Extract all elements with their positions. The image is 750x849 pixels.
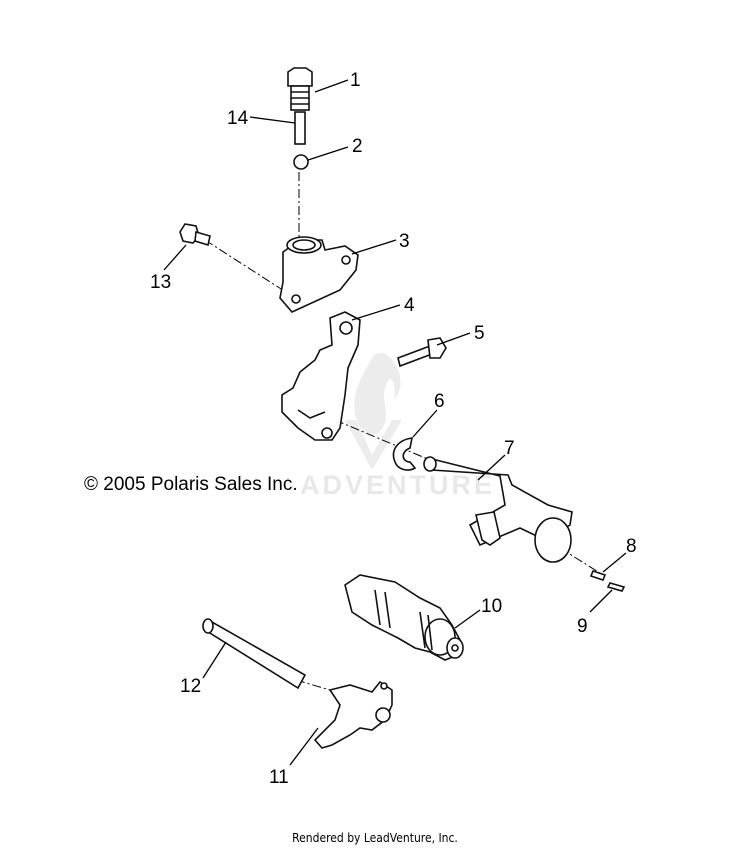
callout-13: 13	[150, 272, 171, 293]
part-1-plug-bolt	[287, 67, 313, 111]
part-11-shift-fork	[313, 680, 393, 749]
part-8-pin	[589, 570, 607, 581]
part-2-ball	[293, 154, 309, 170]
callout-7: 7	[504, 438, 515, 459]
leader-14	[249, 116, 296, 124]
leader-2	[307, 146, 349, 161]
leader-1	[314, 79, 349, 93]
part-14-spring	[294, 111, 306, 145]
leader-10	[454, 609, 481, 629]
copyright-text: © 2005 Polaris Sales Inc.	[84, 474, 298, 495]
leader-12	[202, 641, 227, 679]
callout-14: 14	[227, 108, 249, 129]
footer-credit: Rendered by LeadVenture, Inc.	[292, 831, 458, 845]
callout-10: 10	[481, 596, 502, 617]
leader-5	[436, 332, 471, 346]
leader-6	[412, 409, 438, 438]
leader-11	[289, 727, 319, 766]
leader-3	[351, 239, 397, 255]
part-4-shift-plate	[281, 311, 361, 441]
callout-2: 2	[352, 136, 363, 157]
callout-6: 6	[434, 391, 445, 412]
callout-3: 3	[399, 231, 410, 252]
part-3-bracket	[279, 236, 359, 313]
callout-4: 4	[404, 295, 415, 316]
part-5-bolt	[397, 337, 447, 368]
leader-13	[163, 244, 187, 271]
leader-4	[351, 304, 401, 321]
leader-7	[477, 454, 506, 481]
callout-9: 9	[577, 616, 588, 637]
callout-8: 8	[626, 536, 637, 557]
callout-12: 12	[180, 676, 201, 697]
part-12-fork-rod	[202, 618, 307, 690]
axis-line-bolt-13	[204, 239, 293, 297]
axis-line-shaft	[334, 419, 431, 461]
part-9-small-pin	[606, 582, 626, 592]
watermark-flame-icon	[345, 352, 402, 470]
callout-5: 5	[474, 323, 485, 344]
part-6-e-clip	[392, 437, 417, 471]
leader-9	[589, 589, 613, 613]
leader-8	[602, 552, 627, 573]
part-10-shift-drum	[344, 574, 464, 661]
callout-1: 1	[350, 70, 361, 91]
watermark-text: ADVENTURE	[300, 470, 496, 500]
part-7-shift-shaft	[423, 456, 573, 563]
part-13-bolt	[179, 223, 211, 247]
callout-11: 11	[269, 767, 289, 788]
